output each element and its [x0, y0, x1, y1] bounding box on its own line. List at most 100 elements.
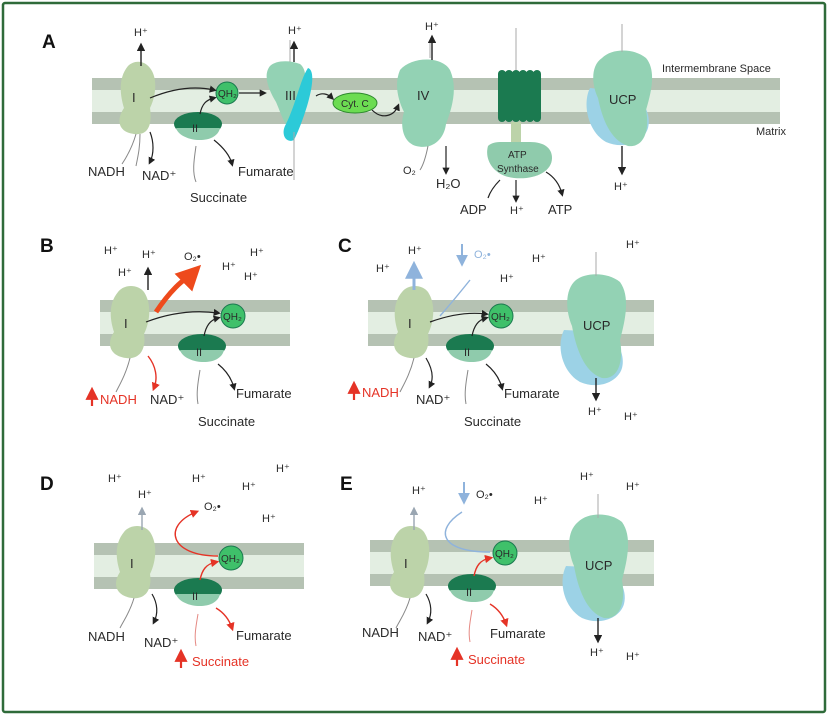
qh2-a [215, 81, 239, 105]
nadh-a: NADH [88, 164, 125, 179]
hplus-d-6: H⁺ [262, 513, 276, 525]
panel-letter-c: C [338, 236, 352, 257]
qh2-label-c: QH₂ [491, 312, 510, 323]
hplus-c-7: H⁺ [624, 411, 638, 423]
cytc-label-a: Cyt. C [341, 99, 369, 110]
hplus-e-6: H⁺ [626, 651, 640, 663]
qh2-label-e: QH₂ [495, 549, 514, 560]
hplus-b-6: H⁺ [244, 271, 258, 283]
complex-i-label-c: I [408, 316, 412, 331]
panel-a: A Intermembrane Space Matrix I II QH₂ II… [42, 21, 786, 217]
hplus-e-1: H⁺ [412, 485, 426, 497]
panel-letter-b: B [40, 236, 54, 257]
nad-b: NAD⁺ [150, 392, 184, 407]
atp-synthase-label-1: ATP [508, 150, 527, 161]
atp-synthase-label-2: Synthase [497, 164, 539, 175]
succinate-e: Succinate [468, 652, 525, 667]
hplus-e-2: H⁺ [534, 495, 548, 507]
succinate-b: Succinate [198, 414, 255, 429]
hplus-a-2: H⁺ [288, 25, 302, 37]
nadh-c: NADH [362, 385, 399, 400]
o2-radical-e: O₂• [476, 489, 493, 501]
hplus-b-4: H⁺ [222, 261, 236, 273]
fumarate-b: Fumarate [236, 386, 292, 401]
fumarate-c: Fumarate [504, 386, 560, 401]
nadh-e: NADH [362, 625, 399, 640]
hplus-e-5: H⁺ [590, 647, 604, 659]
hplus-a-4: H⁺ [510, 205, 524, 217]
matrix-label: Matrix [756, 126, 786, 138]
hplus-e-3: H⁺ [580, 471, 594, 483]
ucp-a [593, 50, 653, 147]
complex-i-label-e: I [404, 556, 408, 571]
qh2-d [218, 545, 244, 571]
qh2-e [492, 540, 518, 566]
fumarate-e: Fumarate [490, 626, 546, 641]
ucp-label-c: UCP [583, 318, 610, 333]
complex-iv-label-a: IV [417, 88, 430, 103]
complex-ii-label-d: II [192, 591, 198, 603]
o2-radical-c: O₂• [474, 249, 491, 261]
panel-e: E I II QH₂ UCP NADH NAD⁺ Fumarate Succin… [340, 471, 654, 667]
panel-c: C I II QH₂ UCP NADH NAD⁺ Fumarate Succin… [338, 236, 654, 429]
atp-a: ATP [548, 202, 572, 217]
succinate-c: Succinate [464, 414, 521, 429]
nadh-b: NADH [100, 392, 137, 407]
hplus-b-2: H⁺ [142, 249, 156, 261]
hplus-c-6: H⁺ [588, 406, 602, 418]
succinate-a: Succinate [190, 190, 247, 205]
qh2-label-d: QH₂ [221, 554, 240, 565]
o2-a: O₂ [403, 165, 416, 177]
h2o-a: H₂O [436, 176, 461, 191]
fumarate-a: Fumarate [238, 164, 294, 179]
intermembrane-space-label: Intermembrane Space [662, 63, 771, 75]
hplus-c-5: H⁺ [626, 239, 640, 251]
complex-iii-cyan-a [283, 68, 313, 141]
hplus-b-1: H⁺ [104, 245, 118, 257]
qh2-label-b: QH₂ [223, 312, 242, 323]
panel-b: B I II QH₂ NADH NAD⁺ Fumarate Succinate … [40, 236, 292, 429]
complex-i-label-a: I [132, 90, 136, 105]
panel-d: D I II QH₂ NADH NAD⁺ Fumarate Succinate … [40, 463, 304, 669]
fumarate-d: Fumarate [236, 628, 292, 643]
hplus-b-3: H⁺ [118, 267, 132, 279]
nad-c: NAD⁺ [416, 392, 450, 407]
hplus-d-2: H⁺ [138, 489, 152, 501]
qh2-label-a: QH₂ [218, 89, 237, 100]
hplus-a-5: H⁺ [614, 181, 628, 193]
qh2-c [488, 303, 514, 329]
hplus-d-5: H⁺ [276, 463, 290, 475]
hplus-d-1: H⁺ [108, 473, 122, 485]
hplus-c-2: H⁺ [376, 263, 390, 275]
complex-ii-label-a: II [192, 123, 198, 135]
hplus-b-5: H⁺ [250, 247, 264, 259]
ucp-label-a: UCP [609, 92, 636, 107]
ucp-label-e: UCP [585, 558, 612, 573]
hplus-c-1: H⁺ [408, 245, 422, 257]
hplus-c-3: H⁺ [500, 273, 514, 285]
complex-i-a [119, 61, 156, 135]
complex-i-label-d: I [130, 556, 134, 571]
nad-a: NAD⁺ [142, 168, 176, 183]
hplus-d-3: H⁺ [192, 473, 206, 485]
nad-d: NAD⁺ [144, 635, 178, 650]
nad-e: NAD⁺ [418, 629, 452, 644]
complex-i-e [390, 526, 430, 599]
complex-i-d [116, 526, 156, 599]
complex-iii-label-a: III [285, 88, 296, 103]
panel-letter-a: A [42, 32, 56, 53]
ucp-c [567, 274, 627, 379]
atp-synthase-a [487, 28, 552, 179]
nadh-d: NADH [88, 629, 125, 644]
cytc-a [332, 92, 378, 114]
complex-i-b [110, 286, 150, 359]
complex-iv-a [397, 59, 454, 147]
complex-ii-label-b: II [196, 347, 202, 359]
ucp-e [569, 514, 629, 619]
panel-letter-d: D [40, 474, 54, 495]
hplus-d-4: H⁺ [242, 481, 256, 493]
adp-a: ADP [460, 202, 487, 217]
o2-radical-b: O₂• [184, 251, 201, 263]
complex-ii-label-e: II [466, 587, 472, 599]
